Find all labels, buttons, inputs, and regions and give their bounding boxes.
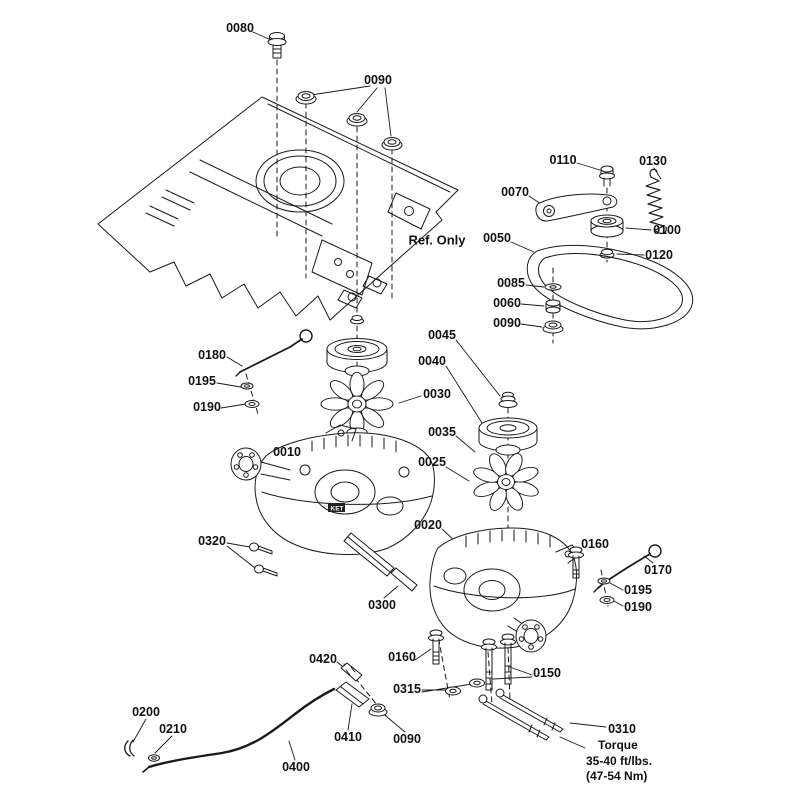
idler-bolt-0110 <box>599 165 615 187</box>
callout-0100: 0100 <box>653 223 681 237</box>
cooling-fan-right-0025 <box>473 453 539 511</box>
torque-note-line2: 35-40 ft/lbs. <box>586 753 653 768</box>
idler-pulley-0100 <box>590 214 624 238</box>
washer-0190-right <box>599 596 615 604</box>
callout-0300: 0300 <box>368 598 396 612</box>
callout-0090: 0090 <box>364 73 392 87</box>
cooling-fan-left-0030 <box>320 371 394 437</box>
washer-0195-right <box>597 577 611 585</box>
carriage-bolt-0080 <box>267 32 287 59</box>
callout-0045: 0045 <box>428 328 456 342</box>
washer-0210 <box>148 754 160 762</box>
nut-0090-belt <box>542 320 564 334</box>
bolt-0160-upper <box>568 546 584 579</box>
callout-0315: 0315 <box>393 682 421 696</box>
callout-0170: 0170 <box>644 563 672 577</box>
leader-lines <box>132 31 662 761</box>
callout-0085: 0085 <box>497 276 525 290</box>
callout-0020: 0020 <box>414 518 442 532</box>
callout-0195: 0195 <box>624 583 652 597</box>
washers-0315 <box>445 678 485 696</box>
torque-note-line1: Torque <box>598 738 638 752</box>
input-pulley-right-0040 <box>478 417 538 456</box>
callout-0010: 0010 <box>273 445 301 459</box>
callout-0200: 0200 <box>132 705 160 719</box>
callout-0400: 0400 <box>282 760 310 774</box>
callout-0030: 0030 <box>423 387 451 401</box>
nut-0120 <box>599 248 615 259</box>
callout-0210: 0210 <box>159 722 187 736</box>
extension-spring-0130 <box>645 168 667 235</box>
control-rod-0400 <box>142 687 336 773</box>
callout-0310: 0310 <box>608 722 636 736</box>
callout-0160: 0160 <box>581 537 609 551</box>
callout-0090: 0090 <box>393 732 421 746</box>
callout-0130: 0130 <box>639 154 667 168</box>
brake-rod-0180 <box>235 329 313 377</box>
bolt-0045-right <box>498 391 518 408</box>
washer-0190-left <box>244 400 260 408</box>
callout-0040: 0040 <box>418 354 446 368</box>
callout-0180: 0180 <box>198 348 226 362</box>
callout-0025: 0025 <box>418 455 446 469</box>
spacer-0060 <box>545 299 561 314</box>
washer-0195-left <box>240 382 254 390</box>
callout-0035: 0035 <box>428 425 456 439</box>
bolts-0310 <box>478 688 564 741</box>
housing-label: KET <box>331 506 344 513</box>
callout-0050: 0050 <box>483 231 511 245</box>
callout-0190: 0190 <box>193 400 221 414</box>
washer-0085 <box>544 283 562 291</box>
callout-0090: 0090 <box>493 316 521 330</box>
bolts-0320 <box>249 542 278 577</box>
callout-0070: 0070 <box>501 185 529 199</box>
trunnion-0410 <box>335 681 370 708</box>
callout-0195: 0195 <box>188 374 216 388</box>
spring-ferrule-0420 <box>340 662 363 682</box>
flange-nuts-0090 <box>295 91 403 151</box>
callout-0110: 0110 <box>549 153 577 167</box>
bolts-0150 <box>481 633 516 691</box>
callout-0080: 0080 <box>226 21 254 35</box>
cotter-pin-0200 <box>124 739 135 757</box>
input-pulley-left-0040 <box>326 338 388 377</box>
callout-0060: 0060 <box>493 296 521 310</box>
torque-note-line3: (47-54 Nm) <box>586 769 648 783</box>
nut-0090-linkage <box>368 703 388 717</box>
idler-arm-0070 <box>535 193 618 222</box>
nut-0045-left <box>350 315 364 325</box>
transaxle-left-0010: KET <box>230 424 435 555</box>
callout-0160: 0160 <box>388 650 416 664</box>
callout-0410: 0410 <box>334 730 362 744</box>
torque-note: Torque 35-40 ft/lbs. (47-54 Nm) <box>586 738 652 785</box>
frame-ref <box>97 96 459 321</box>
callout-0320: 0320 <box>198 534 226 548</box>
callout-0420: 0420 <box>309 652 337 666</box>
callout-0120: 0120 <box>645 248 673 262</box>
ref-only-note: Ref. Only <box>408 232 466 248</box>
callout-0150: 0150 <box>533 666 561 680</box>
bolt-0160-lower <box>428 629 444 665</box>
transaxle-right-0020 <box>429 527 581 653</box>
shaft-0300 <box>343 532 418 592</box>
callout-0190: 0190 <box>624 600 652 614</box>
